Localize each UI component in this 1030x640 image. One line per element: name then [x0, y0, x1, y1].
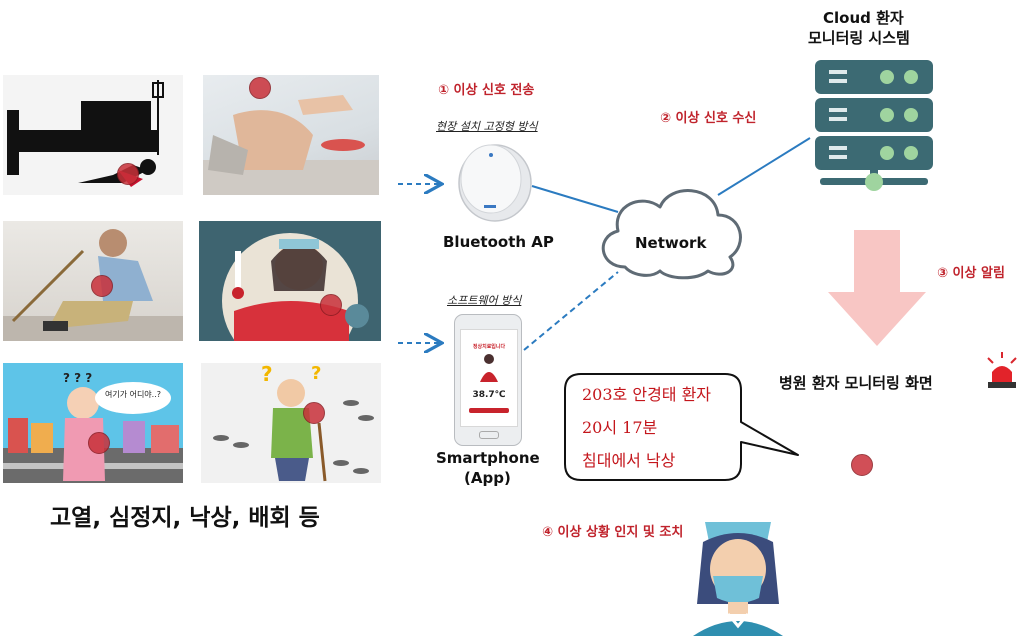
photo-fever [199, 221, 381, 341]
alert-dot [91, 275, 113, 297]
bubble-line-1: 203호 안경태 환자 [582, 385, 712, 404]
bed-fall-illustration [7, 80, 164, 187]
smartphone-label-1: Smartphone [436, 449, 540, 467]
siren-icon [984, 352, 1020, 390]
smartphone-caption: 소프트웨어 방식 [447, 294, 522, 307]
alert-dot [117, 163, 139, 185]
svg-text:?: ? [311, 363, 321, 384]
question-marks: ? ? ? [63, 371, 93, 385]
step-1-label: ① 이상 신호 전송 [438, 83, 535, 98]
bluetooth-device [456, 135, 534, 223]
step-2-label: ② 이상 신호 수신 [660, 111, 757, 126]
fallen-person-illustration [203, 95, 379, 195]
bubble-line-3: 침대에서 낙상 [582, 451, 676, 470]
bubble-line-2: 20시 17분 [582, 418, 658, 437]
svg-text:?: ? [261, 363, 273, 386]
step-4-label: ④ 이상 상황 인지 및 조치 [542, 525, 684, 540]
town-illustration [3, 382, 183, 483]
alert-dot [320, 294, 342, 316]
alert-bubble-shape [564, 373, 799, 481]
hospital-label: 병원 환자 모니터링 화면 [779, 374, 933, 392]
patient-icon [480, 354, 498, 382]
nurse-avatar [683, 514, 793, 636]
slipping-man-illustration [3, 229, 183, 341]
server-icon [815, 60, 933, 200]
confused-man-illustration: ? ? [213, 363, 374, 482]
cloud-title-1: Cloud 환자 [823, 9, 904, 27]
alert-down-arrow [828, 230, 926, 346]
alert-dot [88, 432, 110, 454]
phone-temp: 38.7℃ [472, 390, 506, 400]
phone-screen: 정상치료입니다 38.7℃ [460, 329, 518, 427]
photo-confused-elderly: ? ? [201, 363, 381, 483]
photo-bed-fall [3, 75, 183, 195]
alert-dot [851, 454, 873, 476]
bluetooth-label: Bluetooth AP [443, 233, 554, 251]
phone-home-button [479, 431, 499, 439]
cloud-title-2: 모니터링 시스템 [808, 29, 910, 47]
photo-man-slipping [3, 221, 183, 341]
phone-status: 정상치료입니다 [472, 344, 506, 350]
smartphone-device: 정상치료입니다 38.7℃ [454, 314, 522, 446]
step-3-label: ③ 이상 알림 [937, 266, 1005, 281]
network-cloud: Network [590, 175, 750, 285]
left-caption: 고열, 심정지, 낙상, 배회 등 [50, 505, 320, 531]
fever-illustration [222, 233, 369, 341]
speech-small: 여기가 어디야..? [104, 390, 162, 399]
phone-bar [469, 408, 509, 413]
smartphone-label-2: (App) [464, 469, 511, 487]
photo-wandering-elderly: 여기가 어디야..? ? ? ? [3, 363, 183, 483]
network-label: Network [635, 234, 707, 252]
alert-dot [303, 402, 325, 424]
photo-fallen-elderly [203, 75, 379, 195]
alert-dot [249, 77, 271, 99]
bluetooth-caption: 현장 설치 고정형 방식 [436, 120, 538, 133]
